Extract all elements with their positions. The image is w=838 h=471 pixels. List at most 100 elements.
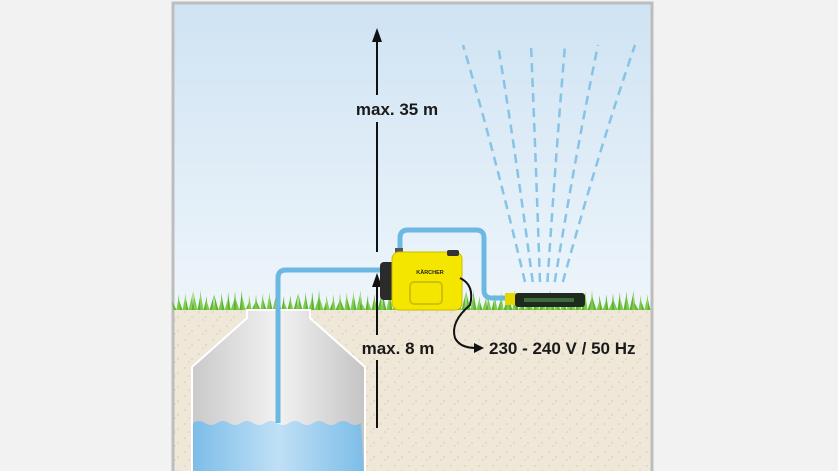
grass-blade bbox=[641, 301, 645, 310]
grass-blade bbox=[248, 295, 252, 310]
brand-logo: KÄRCHER bbox=[416, 269, 444, 276]
grass-blade bbox=[224, 299, 228, 310]
grass-blade bbox=[361, 302, 366, 310]
grass-blade bbox=[193, 291, 198, 310]
grass-blade bbox=[626, 297, 630, 310]
grass-blade bbox=[254, 294, 258, 310]
grass-blade bbox=[188, 292, 193, 310]
grass-blade bbox=[260, 293, 264, 310]
grass-blade bbox=[326, 295, 330, 310]
grass-blade bbox=[206, 302, 210, 310]
grass-blade bbox=[461, 292, 466, 310]
grass-blade bbox=[281, 296, 285, 310]
grass-blade bbox=[290, 301, 294, 310]
grass-blade bbox=[269, 298, 273, 310]
grass-blade bbox=[191, 298, 195, 310]
grass-blade bbox=[298, 293, 303, 310]
grass-blade bbox=[242, 296, 246, 310]
grass-blade bbox=[302, 299, 306, 310]
power-cable bbox=[453, 277, 484, 353]
height-arrow bbox=[372, 28, 382, 252]
grass-blade bbox=[317, 290, 321, 310]
grass-blade bbox=[497, 299, 501, 310]
max-suction-label: max. 8 m bbox=[362, 339, 435, 358]
grass-blade bbox=[245, 302, 249, 310]
grass-blade bbox=[227, 292, 231, 310]
grass-blade bbox=[221, 293, 225, 310]
spray-jet bbox=[461, 44, 527, 283]
grass-blade bbox=[476, 296, 480, 310]
grass-blade bbox=[329, 301, 333, 310]
pump: KÄRCHER bbox=[380, 248, 463, 311]
grass-blade bbox=[611, 293, 615, 310]
grass-blade bbox=[344, 292, 348, 310]
grass-blade bbox=[338, 293, 342, 310]
grass-blade bbox=[368, 301, 372, 310]
spray-jet bbox=[561, 44, 637, 283]
spray-jet bbox=[553, 44, 600, 283]
well-water bbox=[193, 421, 364, 471]
grass-blade bbox=[613, 299, 618, 310]
grass-blade bbox=[284, 302, 288, 310]
grass-blade bbox=[293, 294, 298, 310]
grass-blade bbox=[182, 293, 186, 310]
grass-blade bbox=[197, 297, 201, 310]
grass-blade bbox=[590, 290, 594, 310]
grass-blade bbox=[287, 295, 291, 310]
grass-blade bbox=[592, 296, 597, 310]
grass-blade bbox=[638, 295, 642, 310]
grass-blade bbox=[632, 296, 636, 310]
grass-blade bbox=[305, 292, 309, 310]
grass-blade bbox=[185, 299, 189, 310]
pressure-hose bbox=[397, 227, 508, 301]
grass-blade bbox=[308, 298, 312, 310]
grass-blade bbox=[266, 292, 270, 310]
suction-arrow bbox=[372, 273, 382, 428]
max-height-label: max. 35 m bbox=[356, 100, 438, 119]
grass-blade bbox=[256, 300, 261, 310]
grass-blade bbox=[323, 302, 327, 310]
grass-blade bbox=[353, 297, 357, 310]
grass-blade bbox=[319, 296, 324, 310]
grass-blade bbox=[263, 299, 267, 310]
well bbox=[191, 309, 366, 471]
grass-blade bbox=[605, 294, 609, 310]
grass-blade bbox=[203, 296, 207, 310]
grass-blade bbox=[491, 300, 495, 310]
grass-blade bbox=[647, 300, 651, 310]
grass-blade bbox=[214, 294, 219, 310]
spray-jet bbox=[496, 44, 534, 283]
grass-blade bbox=[371, 294, 375, 310]
grass-blade bbox=[479, 302, 483, 310]
grass-blade bbox=[239, 290, 243, 310]
grass-blade bbox=[176, 294, 180, 310]
suction-hose bbox=[275, 267, 382, 423]
grass-blade bbox=[233, 291, 237, 310]
grass-blade bbox=[340, 299, 345, 310]
grass-blade bbox=[602, 301, 606, 310]
grass-blade bbox=[634, 302, 639, 310]
sprinkler bbox=[505, 293, 585, 307]
grass-blade bbox=[599, 295, 603, 310]
grass-blade bbox=[365, 295, 369, 310]
grass-blade bbox=[623, 291, 627, 310]
grass-blade bbox=[644, 294, 648, 310]
grass-blade bbox=[485, 301, 489, 310]
grass-blade bbox=[172, 301, 177, 310]
spray-jet bbox=[546, 44, 567, 283]
grass-blade bbox=[311, 291, 315, 310]
sprinkler-spray bbox=[461, 44, 637, 283]
grass-blade bbox=[617, 292, 621, 310]
power-label: 230 - 240 V / 50 Hz bbox=[489, 339, 635, 358]
grass-blade bbox=[212, 301, 216, 310]
grass-blade bbox=[209, 295, 214, 310]
grass-blade bbox=[473, 290, 477, 310]
grass-blade bbox=[179, 300, 183, 310]
grass-blade bbox=[380, 299, 384, 310]
grass-blade bbox=[350, 291, 354, 310]
grass-blade bbox=[620, 298, 624, 310]
grass-blade bbox=[332, 294, 336, 310]
grass-blade bbox=[356, 290, 361, 310]
spray-jet bbox=[529, 44, 542, 283]
